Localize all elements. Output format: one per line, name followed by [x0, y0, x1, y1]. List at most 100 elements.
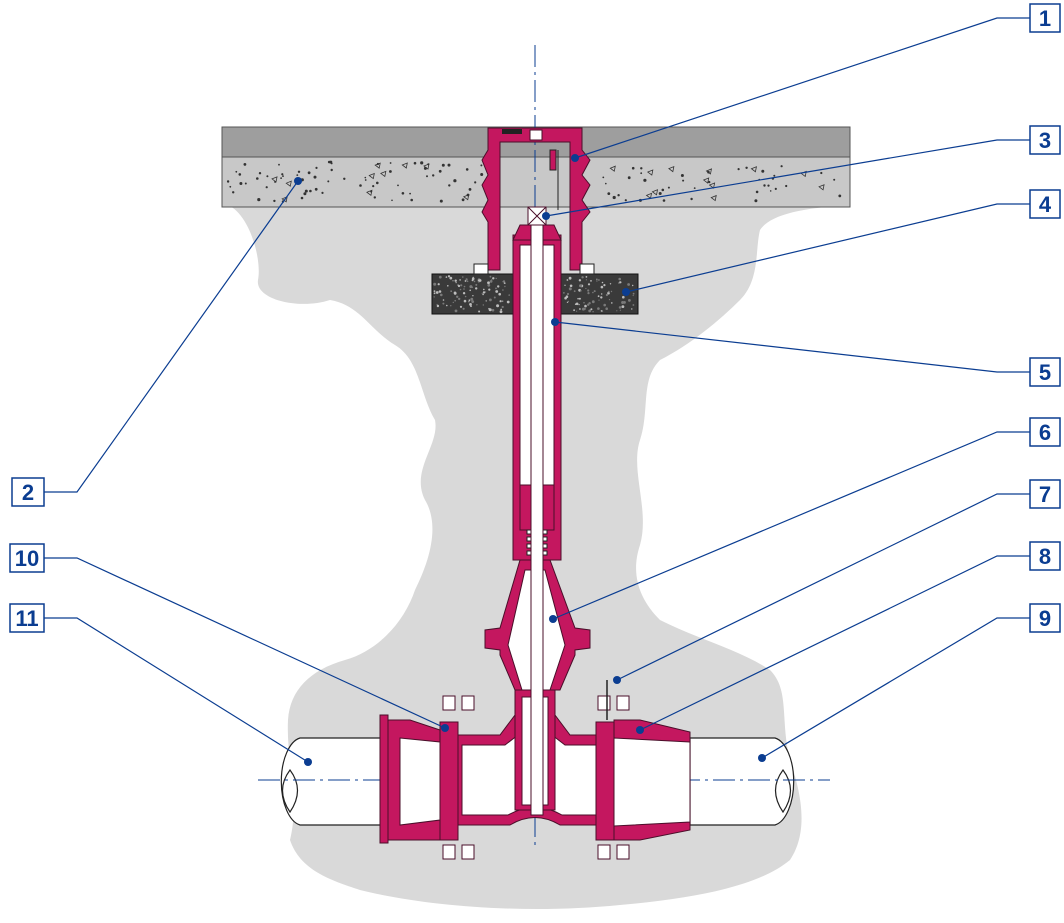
block-grain: [618, 277, 621, 281]
block-grain: [496, 304, 500, 308]
block-grain: [433, 292, 436, 295]
leader-9-dot: [758, 754, 766, 762]
street-box-key: [549, 149, 557, 171]
aggregate-grain: [432, 174, 435, 177]
aggregate-stone: [368, 172, 375, 180]
leader-1-dot: [571, 154, 579, 162]
block-grain: [566, 301, 569, 303]
aggregate-grain: [438, 169, 442, 173]
leader-5-dot: [551, 318, 559, 326]
stem-rod: [530, 214, 544, 816]
block-grain: [475, 287, 478, 290]
aggregate-grain: [761, 169, 765, 173]
leader-7: [616, 493, 1030, 681]
block-grain: [445, 276, 448, 278]
aggregate-stone: [380, 170, 387, 178]
block-grain: [437, 283, 440, 286]
block-grain: [435, 291, 439, 294]
aggregate-stone: [710, 194, 717, 202]
block-grain: [601, 281, 604, 284]
block-grain: [499, 310, 503, 314]
block-grain: [502, 289, 504, 291]
block-grain: [590, 308, 593, 311]
aggregate-grain: [774, 187, 777, 190]
block-grain: [442, 299, 445, 301]
block-grain: [618, 306, 622, 309]
block-grain: [465, 278, 468, 281]
block-grain: [442, 302, 445, 305]
aggregate-grain: [315, 166, 318, 169]
leader-2: [44, 180, 299, 493]
block-grain: [457, 284, 461, 288]
leader-dots: [294, 154, 766, 766]
block-grain: [577, 297, 579, 300]
block-grain: [462, 307, 465, 310]
callout-5: 5: [1029, 357, 1061, 387]
block-grain: [632, 284, 634, 287]
block-grain: [450, 305, 452, 307]
block-grain: [600, 310, 603, 312]
aggregate-grain: [838, 194, 842, 198]
aggregate-grain: [238, 173, 242, 176]
aggregate-grain: [754, 199, 758, 203]
block-grain: [587, 289, 590, 292]
block-grain: [622, 295, 625, 299]
block-grain: [463, 299, 467, 303]
aggregate-grain: [441, 163, 445, 167]
aggregate-grain: [474, 181, 477, 184]
leader-10-dot: [441, 724, 449, 732]
callout-4-label: 4: [1039, 192, 1052, 217]
pipe-left-end-mark: [281, 768, 299, 814]
callout-4: 4: [1029, 189, 1061, 219]
aggregate-grain: [662, 199, 666, 202]
flange-right: [595, 721, 615, 841]
aggregate-grain: [281, 173, 284, 176]
block-grain: [454, 299, 457, 302]
adapter-right-bore: [613, 737, 691, 827]
block-grain: [631, 308, 633, 310]
aggregate-stone: [423, 163, 430, 170]
flange-left: [439, 721, 459, 841]
block-grain: [436, 303, 438, 306]
block-grain: [621, 301, 625, 304]
aggregate-grain: [244, 182, 247, 185]
leader-11-dot: [304, 758, 312, 766]
callout-9-label: 9: [1039, 606, 1051, 631]
block-grain: [471, 300, 475, 303]
aggregate-grain: [680, 174, 684, 177]
block-grain: [579, 284, 582, 288]
aggregate-grain: [767, 184, 770, 187]
aggregate-grain: [409, 192, 411, 195]
block-grain: [601, 293, 603, 295]
pipe-left: [280, 737, 391, 826]
pipe-right-end-mark: [774, 768, 792, 814]
block-grain: [459, 305, 463, 308]
block-grain: [587, 303, 590, 306]
block-grain: [446, 304, 448, 307]
block-grain: [454, 279, 457, 282]
aggregate-stone: [645, 192, 653, 200]
block-grain: [498, 292, 502, 296]
aggregate-grain: [773, 174, 776, 177]
block-grain: [489, 280, 493, 283]
block-grain: [563, 292, 565, 294]
block-grain: [583, 307, 586, 311]
block-grain: [487, 281, 490, 285]
stem-square-top: [527, 206, 547, 226]
callout-1-label: 1: [1039, 6, 1051, 31]
block-grain: [569, 284, 573, 288]
aggregate-grain: [605, 182, 607, 185]
block-grain: [449, 276, 453, 280]
block-grain: [611, 302, 613, 304]
block-grain: [454, 309, 458, 313]
block-grain: [463, 285, 466, 288]
block-grain: [436, 304, 440, 308]
aggregate-grain: [627, 176, 631, 180]
block-grain: [628, 299, 631, 302]
callout-3: 3: [1029, 125, 1061, 155]
callout-7: 7: [1029, 479, 1061, 509]
aggregate-grain: [617, 194, 620, 197]
aggregate-grain: [314, 187, 318, 191]
block-grain: [600, 296, 603, 299]
